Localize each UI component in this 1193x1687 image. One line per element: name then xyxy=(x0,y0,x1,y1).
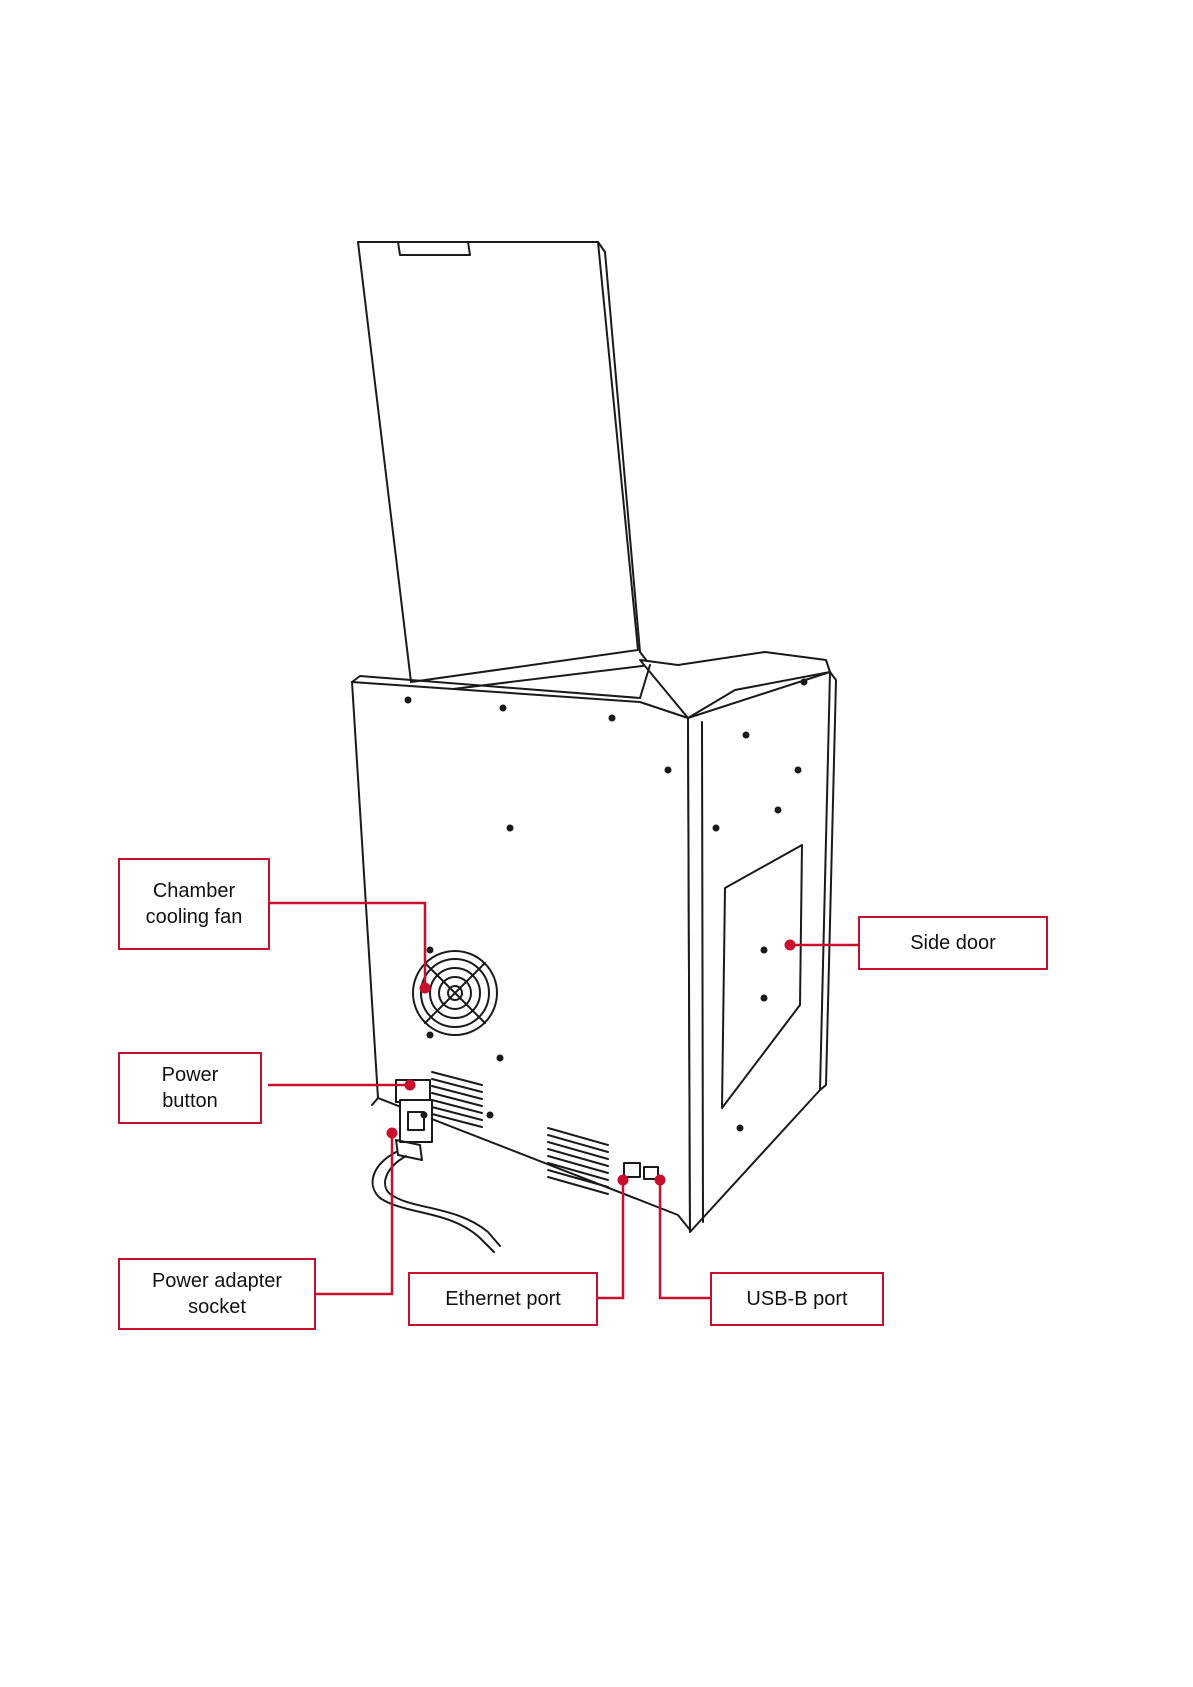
callout-power-button-line1: Power xyxy=(162,1062,219,1088)
callout-ethernet-label: Ethernet port xyxy=(445,1286,561,1312)
callout-chamber-fan: Chamber cooling fan xyxy=(118,858,270,950)
callout-side-door-label: Side door xyxy=(910,930,996,956)
callout-chamber-fan-line2: cooling fan xyxy=(146,904,243,930)
power-module xyxy=(396,1080,432,1160)
back-panel xyxy=(352,676,690,1230)
callout-chamber-fan-line1: Chamber xyxy=(146,878,243,904)
callout-side-door: Side door xyxy=(858,916,1048,970)
lid xyxy=(358,242,650,694)
callout-power-button: Power button xyxy=(118,1052,262,1124)
callout-ethernet-port: Ethernet port xyxy=(408,1272,598,1326)
callout-usb-port: USB-B port xyxy=(710,1272,884,1326)
callout-power-button-line2: button xyxy=(162,1088,219,1114)
callout-power-socket: Power adapter socket xyxy=(118,1258,316,1330)
callout-power-socket-line1: Power adapter xyxy=(152,1268,282,1294)
callout-power-socket-line2: socket xyxy=(152,1294,282,1320)
callout-usb-label: USB-B port xyxy=(746,1286,847,1312)
